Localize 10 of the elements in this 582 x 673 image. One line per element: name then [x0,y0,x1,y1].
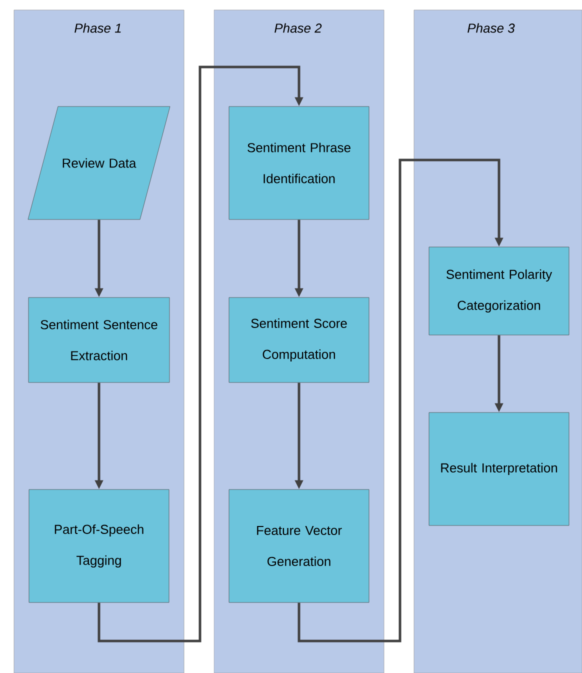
process-box: Result Interpretation [428,412,570,526]
arrow [98,66,304,642]
process-box: Sentiment Phrase Identification [228,106,370,220]
data-parallelogram: Review Data [28,106,170,220]
arrow [298,158,504,642]
process-box: Sentiment Sentence Extraction [28,297,170,383]
process-box: Part-Of-Speech Tagging [28,489,170,603]
process-box: Sentiment Score Computation [228,297,370,383]
process-box: Feature Vector Generation [228,489,370,603]
process-box: Sentiment Polarity Categorization [428,246,570,336]
